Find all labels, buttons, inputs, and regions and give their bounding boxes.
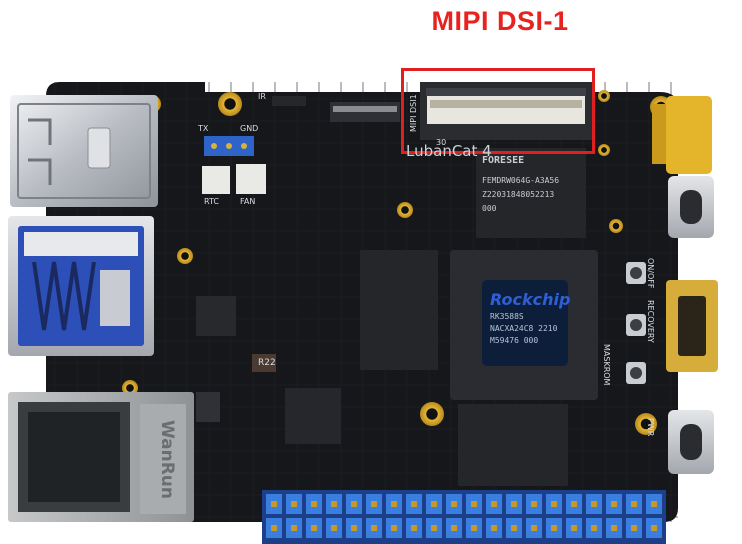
connector-pin-number: 30: [436, 138, 447, 147]
fan-connector: [236, 164, 266, 194]
gpio-pin-contact: [311, 501, 317, 507]
flash-line-1: FEMDRW064G-A3A56: [482, 176, 560, 185]
gpio-pin-contact: [631, 525, 637, 531]
rockchip-logo-text: Rockchip: [490, 290, 571, 309]
mounting-hole: [609, 219, 623, 233]
mounting-hole: [420, 402, 444, 426]
gpio-pin-contact: [571, 501, 577, 507]
emmc-chip: [458, 404, 568, 486]
gpio-pin-contact: [491, 525, 497, 531]
gpio-pin-contact: [471, 525, 477, 531]
pwr-label: PWR: [646, 418, 655, 437]
gpio-pin-contact: [411, 525, 417, 531]
ir-label: IR: [258, 92, 266, 101]
soc-line-1: RK3588S: [490, 312, 524, 321]
fan-label: FAN: [240, 197, 256, 206]
mounting-hole: [635, 413, 657, 435]
gpio-pin-contact: [431, 525, 437, 531]
mipi-dsi-1-callout-title: MIPI DSI-1: [431, 6, 569, 36]
onoff-label: ON/OFF: [646, 258, 655, 289]
mipi-dsi-connector: [420, 82, 592, 140]
audio-jack: [666, 96, 712, 174]
flash-line-3: 000: [482, 204, 497, 213]
gpio-pin-contact: [531, 501, 537, 507]
soc-die: [482, 280, 568, 366]
gpio-pin-contact: [591, 501, 597, 507]
soc-line-3: M59476 000: [490, 336, 539, 345]
gpio-pin-contact: [371, 501, 377, 507]
inductor: [196, 392, 220, 422]
gpio-pin-contact: [571, 525, 577, 531]
ir-receiver: [272, 96, 306, 106]
flash-brand-text: FORESEE: [482, 155, 525, 166]
ethernet-brand-text: WanRun: [157, 420, 177, 499]
gpio-pin-contact: [331, 501, 337, 507]
rtc-label: RTC: [204, 197, 219, 206]
mounting-hole: [218, 92, 242, 116]
gpio-pin-contact: [311, 525, 317, 531]
usb-a-port-top: [10, 95, 158, 207]
gpio-pin-contact: [291, 501, 297, 507]
rtc-connector: [202, 166, 230, 194]
tx-label: TX: [198, 124, 209, 133]
gpio-pin-contact: [411, 501, 417, 507]
maskrom-label: MASKROM: [602, 344, 611, 386]
gpio-pin-contact: [591, 525, 597, 531]
inductor-r22: [252, 354, 276, 372]
gpio-pin-contact: [391, 525, 397, 531]
soc-line-2: NACXA24C8 2210: [490, 324, 558, 333]
usb-a-port-blue: [8, 216, 154, 356]
gpio-pin-contact: [511, 525, 517, 531]
resistor-label: R22: [258, 358, 276, 368]
gpio-pin-contact: [651, 501, 657, 507]
gpio-pin-contact: [431, 501, 437, 507]
mounting-hole: [397, 202, 413, 218]
flash-line-2: Z22031848052213: [482, 190, 555, 199]
gpio-pin-contact: [351, 525, 357, 531]
ram-chip: [360, 250, 438, 370]
gpio-pin-contact: [451, 501, 457, 507]
recovery-label: RECOVERY: [646, 300, 655, 343]
gpio-pin-contact: [551, 501, 557, 507]
gpio-pin-contact: [271, 501, 277, 507]
gpio-pin-contact: [611, 525, 617, 531]
pmic-chip: [285, 388, 341, 444]
gpio-pin-contact: [551, 525, 557, 531]
gpio-pin-contact: [291, 525, 297, 531]
gpio-pin-contact: [511, 501, 517, 507]
usb-hub-chip: [196, 296, 236, 336]
mounting-hole: [598, 144, 610, 156]
gpio-pin-contact: [271, 525, 277, 531]
gpio-pin-contact: [331, 525, 337, 531]
gpio-pin-contact: [491, 501, 497, 507]
gpio-pin-contact: [611, 501, 617, 507]
gpio-pin-contact: [471, 501, 477, 507]
mounting-hole: [177, 248, 193, 264]
gpio-pin-contact: [451, 525, 457, 531]
gpio-pin-contact: [531, 525, 537, 531]
ethernet-port: [8, 392, 194, 522]
flash-chip: [476, 148, 586, 238]
gpio-pin-contact: [351, 501, 357, 507]
mipi-dsi1-silk-label: MIPI DSI1: [409, 94, 418, 132]
gpio-header-base: [262, 490, 666, 544]
mipi-dsi-1-highlight-box: [401, 68, 595, 154]
gnd-label: GND: [240, 124, 259, 133]
board-brand-text: LubanCat 4: [406, 142, 492, 160]
gpio-header: [262, 490, 666, 544]
gpio-pin-contact: [651, 525, 657, 531]
gpio-pin-contact: [391, 501, 397, 507]
gpio-pin-contact: [631, 501, 637, 507]
mounting-hole: [598, 90, 610, 102]
gpio-pin-contact: [371, 525, 377, 531]
